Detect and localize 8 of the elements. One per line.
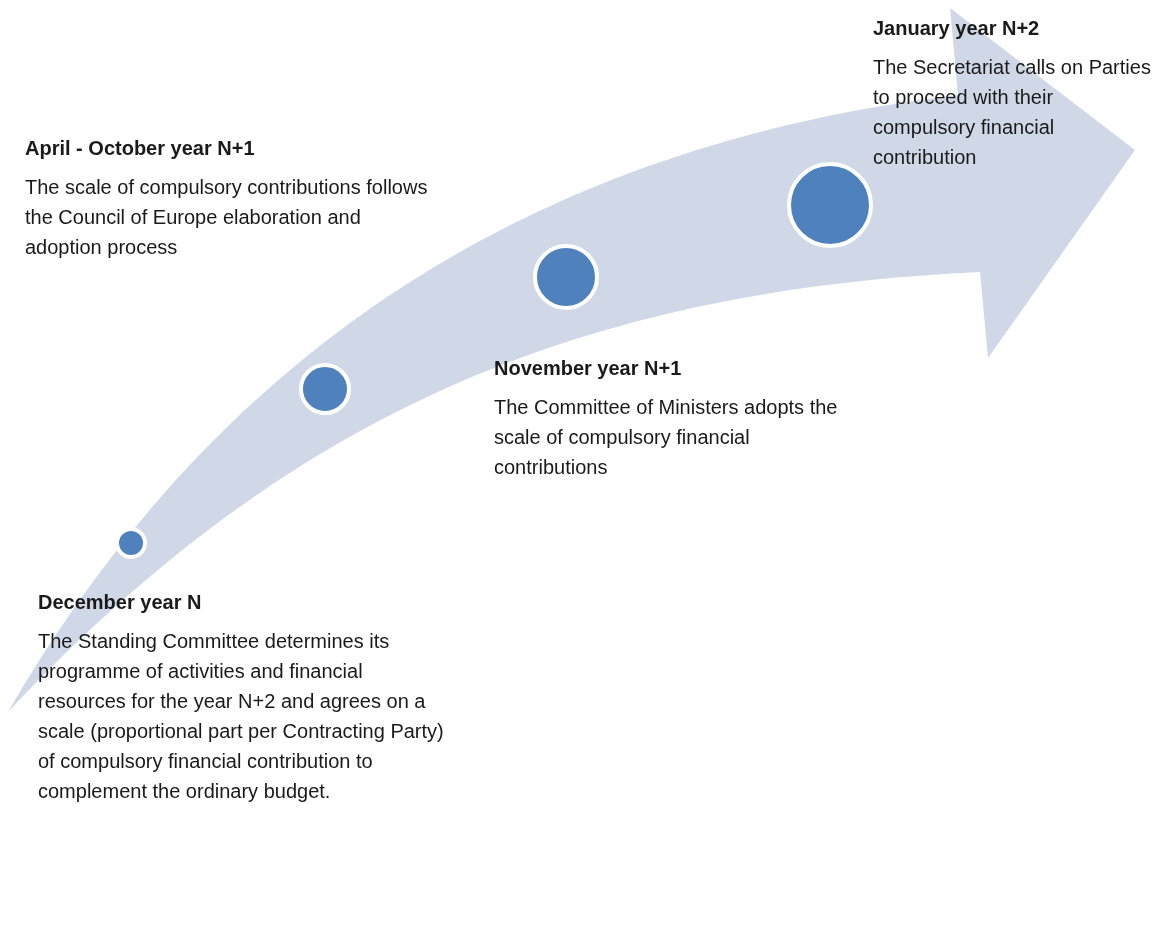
milestone-description: The Standing Committee determines its programme of activities and financial resources for the year N+2 and agrees on a scale (proportional part per Contracting Party) of compulsory financial contribution to complement the ordinary budget. <box>38 629 445 804</box>
milestone-description: The Committee of Ministers adopts the scale of compulsory financial contributions <box>494 395 839 480</box>
milestone-date: December year N <box>38 590 203 615</box>
milestone-date: November year N+1 <box>494 356 683 381</box>
milestone-description: The scale of compulsory contributions follows the Council of Europe elaboration and adoption process <box>25 175 429 260</box>
milestone-description: The Secretariat calls on Parties to proceed with their compulsory financial contribution <box>873 55 1152 170</box>
milestone-date: April - October year N+1 <box>25 136 256 161</box>
milestone-date: January year N+2 <box>873 16 1041 41</box>
